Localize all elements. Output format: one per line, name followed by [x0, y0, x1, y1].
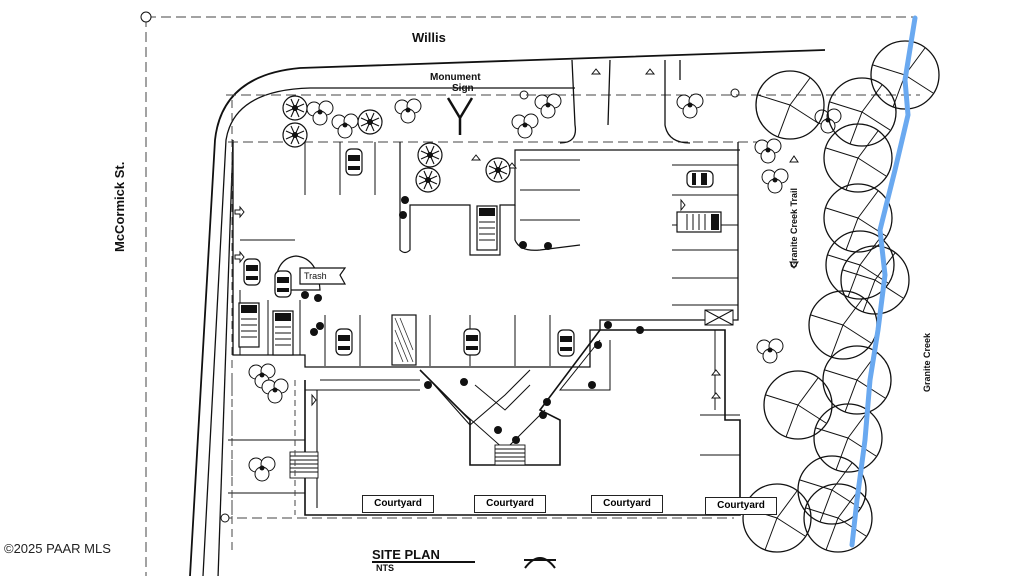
creek-line — [849, 15, 918, 548]
trail-label: Granite Creek Trail — [789, 187, 799, 268]
monument-sign-label-1: Monument — [430, 72, 481, 83]
creek-label: Granite Creek — [922, 332, 932, 392]
scale-note: NTS — [376, 563, 394, 573]
site-plan-title: SITE PLAN — [372, 547, 440, 562]
courtyard-label-2: Courtyard — [474, 495, 546, 513]
street-label-west: McCormick St. — [112, 161, 127, 252]
courtyard-label-1: Courtyard — [362, 495, 434, 513]
trash-label: Trash — [304, 271, 327, 281]
street-label-north: Willis — [412, 30, 446, 45]
mls-watermark: ©2025 PAAR MLS — [4, 541, 111, 556]
monument-sign-label-2: Sign — [452, 83, 474, 94]
courtyard-label-4: Courtyard — [705, 497, 777, 515]
courtyard-label-3: Courtyard — [591, 495, 663, 513]
